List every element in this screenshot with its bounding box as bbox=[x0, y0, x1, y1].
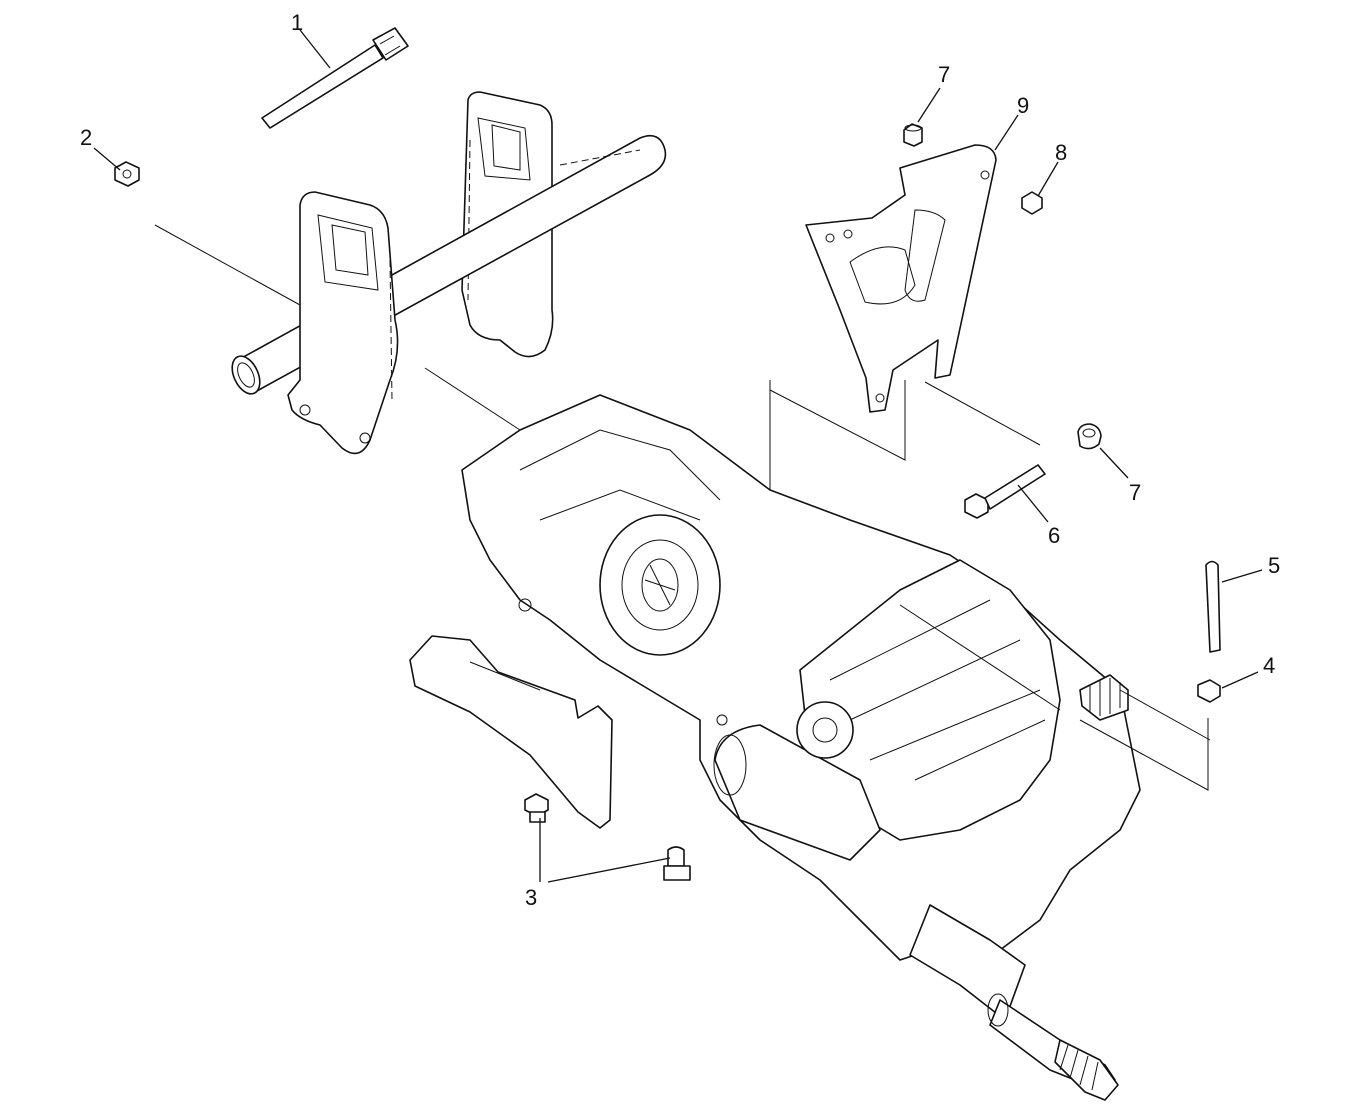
part-transmission-case bbox=[461, 394, 1141, 1101]
part-bolt-6 bbox=[964, 464, 1046, 519]
callout-leaders bbox=[93, 29, 1263, 883]
part-nut-7-upper bbox=[903, 123, 923, 147]
part-nut-2 bbox=[114, 161, 140, 187]
part-bolt-long bbox=[261, 27, 409, 129]
callout-3: 3 bbox=[525, 885, 537, 910]
part-nut-7-lower bbox=[1077, 423, 1102, 450]
callout-4: 4 bbox=[1263, 653, 1275, 678]
part-fitting-4 bbox=[1197, 679, 1221, 703]
callout-6: 6 bbox=[1048, 523, 1060, 548]
callout-2: 2 bbox=[80, 125, 92, 150]
part-bolts-3 bbox=[524, 793, 691, 881]
callout-7-lower: 7 bbox=[1129, 480, 1141, 505]
callout-1: 1 bbox=[291, 10, 303, 35]
part-pin-5 bbox=[1205, 560, 1221, 653]
assembly-guide-lines bbox=[154, 224, 1211, 791]
part-bolt-8 bbox=[1021, 191, 1043, 215]
part-engine-mount-brackets bbox=[231, 91, 667, 455]
callout-8: 8 bbox=[1055, 140, 1067, 165]
part-bracket-plate-9 bbox=[805, 144, 997, 413]
callout-9: 9 bbox=[1017, 93, 1029, 118]
callout-5: 5 bbox=[1268, 553, 1280, 578]
part-skid-bracket bbox=[409, 635, 613, 829]
callout-7-upper: 7 bbox=[938, 62, 950, 87]
